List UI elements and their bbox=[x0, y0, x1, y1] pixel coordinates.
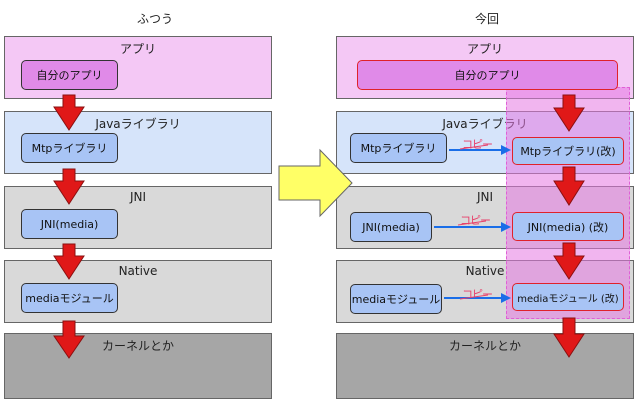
right-native-layer-label: Native bbox=[465, 264, 505, 278]
right-mtp-box: Mtpライブラリ bbox=[350, 133, 447, 163]
left-app-box: 自分のアプリ bbox=[21, 60, 118, 90]
left-media-box: mediaモジュール bbox=[21, 283, 118, 313]
left-java-layer-label: Javaライブラリ bbox=[95, 117, 181, 131]
transition-arrow-icon bbox=[278, 148, 353, 218]
right-jni-layer-label: JNI bbox=[476, 190, 494, 204]
left-native-layer-label: Native bbox=[118, 264, 158, 278]
left-kernel-layer-label: カーネルとか bbox=[101, 339, 174, 353]
left-kernel-layer: カーネルとか bbox=[4, 333, 272, 399]
copy-arrow-3 bbox=[444, 293, 511, 303]
copy-arrow-1 bbox=[449, 145, 511, 155]
left-jni-layer-label: JNI bbox=[129, 190, 147, 204]
right-mtp-mod-box: Mtpライブラリ(改) bbox=[512, 137, 624, 165]
right-down-arrow-1 bbox=[553, 94, 585, 132]
left-app-layer-label: アプリ bbox=[119, 42, 156, 56]
left-jni-box: JNI(media) bbox=[21, 209, 118, 239]
right-media-mod-box: mediaモジュール (改) bbox=[512, 283, 624, 311]
right-title: 今回 bbox=[474, 12, 499, 26]
right-down-arrow-4 bbox=[553, 317, 585, 358]
right-app-layer-label: アプリ bbox=[466, 42, 503, 56]
right-down-arrow-3 bbox=[553, 242, 585, 280]
left-down-arrow-4 bbox=[53, 320, 85, 359]
left-down-arrow-2 bbox=[53, 168, 85, 205]
right-kernel-layer-label: カーネルとか bbox=[448, 339, 521, 353]
right-app-box: 自分のアプリ bbox=[357, 60, 618, 90]
left-down-arrow-1 bbox=[53, 94, 85, 131]
right-jni-box: JNI(media) bbox=[350, 212, 432, 242]
copy-strike-marks bbox=[457, 144, 489, 300]
right-kernel-layer: カーネルとか bbox=[336, 333, 634, 399]
right-down-arrow-2 bbox=[553, 166, 585, 206]
left-down-arrow-3 bbox=[53, 243, 85, 280]
left-title: ふつう bbox=[136, 12, 173, 26]
right-media-box: mediaモジュール bbox=[350, 284, 442, 314]
left-mtp-box: Mtpライブラリ bbox=[21, 133, 118, 163]
right-jni-mod-box: JNI(media) (改) bbox=[512, 212, 624, 241]
copy-arrow-2 bbox=[434, 222, 511, 232]
